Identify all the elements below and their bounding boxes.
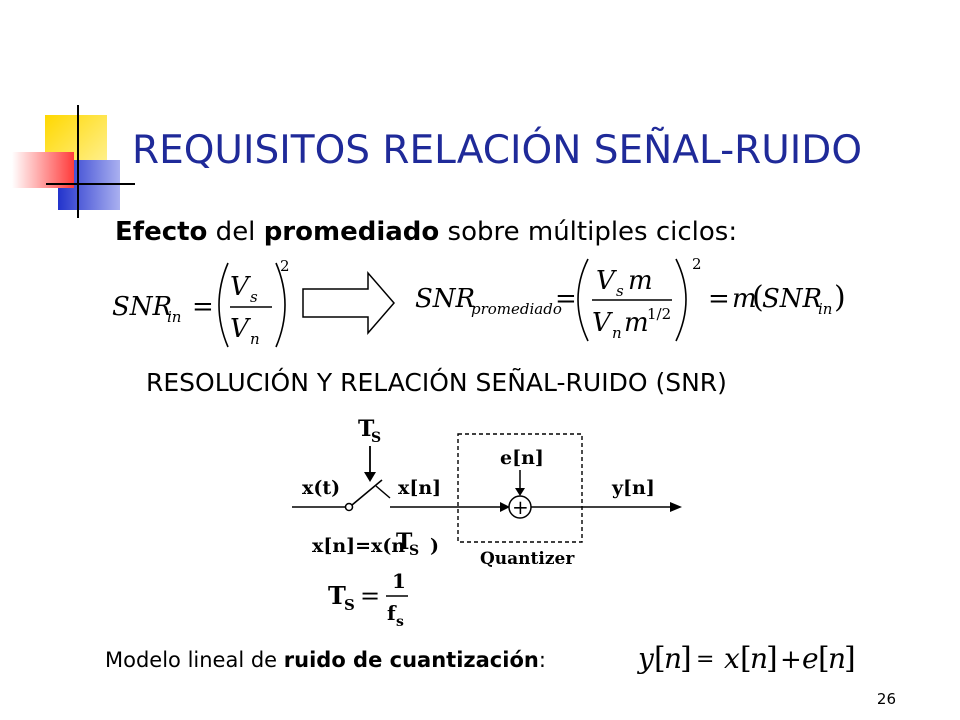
implies-arrow bbox=[302, 270, 395, 336]
vs-v-2: V bbox=[596, 266, 617, 296]
xn-label: x[n] bbox=[398, 477, 441, 499]
ts-eq-T: T bbox=[328, 581, 346, 610]
bottom-caption: Modelo lineal de ruido de cuantización: bbox=[105, 648, 546, 672]
subtitle-bold-3: promediado bbox=[263, 217, 440, 247]
eq2-plus: + bbox=[780, 645, 802, 675]
adder-plus: + bbox=[512, 495, 529, 519]
xt-label: x(t) bbox=[302, 477, 340, 499]
subtitle-text-2: del bbox=[207, 217, 264, 247]
quantizer-label: Quantizer bbox=[480, 549, 575, 569]
quantizer-block-diagram: T S x(t) x[n] e[n] + y[n] Quantizer x[n]… bbox=[292, 416, 682, 630]
snr-text: SNR bbox=[112, 292, 172, 322]
eq2-lb1: [ bbox=[654, 641, 666, 676]
result-lparen: ( bbox=[752, 280, 764, 315]
result-in-sub: in bbox=[818, 300, 832, 318]
eq2-rb2: ] bbox=[766, 641, 778, 676]
result-m: m bbox=[732, 284, 757, 314]
eq2-rb1: ] bbox=[680, 641, 692, 676]
m-den: m bbox=[624, 308, 649, 338]
ts-eq-num: 1 bbox=[392, 569, 406, 593]
eq2-e: e bbox=[802, 642, 819, 675]
exp-half: 1/2 bbox=[647, 305, 671, 323]
eq2-y: y bbox=[636, 642, 655, 675]
quantizer-box bbox=[457, 433, 583, 543]
eq-sign-2: = bbox=[555, 284, 577, 314]
vs-sub: s bbox=[250, 288, 258, 306]
eq2-x: x bbox=[724, 642, 740, 675]
exp-2-right: 2 bbox=[692, 255, 702, 273]
result-rparen: ) bbox=[834, 280, 846, 315]
m-num: m bbox=[628, 266, 653, 296]
relation-T: T bbox=[396, 529, 413, 555]
vn-sub: n bbox=[250, 330, 260, 348]
eq-sign-3: = bbox=[708, 284, 730, 314]
deco-red-square bbox=[12, 152, 74, 188]
relation-S: S bbox=[409, 543, 419, 559]
ts-eq-S: S bbox=[344, 596, 355, 614]
yn-label: y[n] bbox=[611, 477, 655, 499]
eq-sign-1: = bbox=[192, 292, 214, 322]
result-snr: SNR bbox=[762, 284, 822, 314]
bottom-text-3: : bbox=[538, 648, 546, 672]
subtitle: Efecto del promediado sobre múltiples ci… bbox=[115, 217, 737, 247]
noise-model-equation: y [ n ] = x [ n ] + e [ n ] bbox=[636, 641, 856, 676]
vn-v: V bbox=[230, 314, 251, 344]
ts-eq-den-f: f bbox=[387, 601, 397, 625]
en-label: e[n] bbox=[500, 447, 544, 469]
vs-sub-2: s bbox=[616, 282, 624, 300]
eq2-lb3: [ bbox=[818, 641, 830, 676]
ts-eq-den-s: s bbox=[396, 614, 404, 630]
vs-v: V bbox=[230, 272, 251, 302]
slide-title: REQUISITOS RELACIÓN SEÑAL-RUIDO bbox=[132, 128, 863, 173]
bottom-bold: ruido de cuantización bbox=[283, 648, 539, 672]
eq2-n2: n bbox=[750, 642, 768, 675]
eq2-n3: n bbox=[828, 642, 846, 675]
bottom-text-1: Modelo lineal de bbox=[105, 648, 284, 672]
exp-2-left: 2 bbox=[280, 257, 290, 275]
snr-prom-sub: promediado bbox=[471, 300, 562, 318]
eq2-eq: = bbox=[696, 647, 714, 672]
page-number: 26 bbox=[876, 690, 896, 708]
snr-in-sub: in bbox=[167, 308, 181, 326]
relation-left: x[n]=x(n bbox=[312, 535, 405, 557]
ts-sub: S bbox=[371, 430, 381, 446]
eq2-n1: n bbox=[664, 642, 682, 675]
ts-label: T bbox=[358, 416, 375, 442]
eq2-lb2: [ bbox=[740, 641, 752, 676]
section-title: RESOLUCIÓN Y RELACIÓN SEÑAL-RUIDO (SNR) bbox=[146, 368, 727, 397]
vn-v-2: V bbox=[592, 308, 613, 338]
ts-eq-sign: = bbox=[360, 582, 380, 610]
snr-formula: SNR in = V s V n 2 SNR promediado = V s … bbox=[112, 255, 846, 348]
subtitle-text-4: sobre múltiples ciclos: bbox=[439, 217, 738, 247]
snr-text-2: SNR bbox=[415, 284, 475, 314]
subtitle-bold-1: Efecto bbox=[115, 217, 208, 247]
vn-sub-2: n bbox=[612, 324, 622, 342]
eq2-rb3: ] bbox=[844, 641, 856, 676]
relation-right: ) bbox=[430, 535, 439, 557]
corner-decoration bbox=[12, 105, 135, 218]
